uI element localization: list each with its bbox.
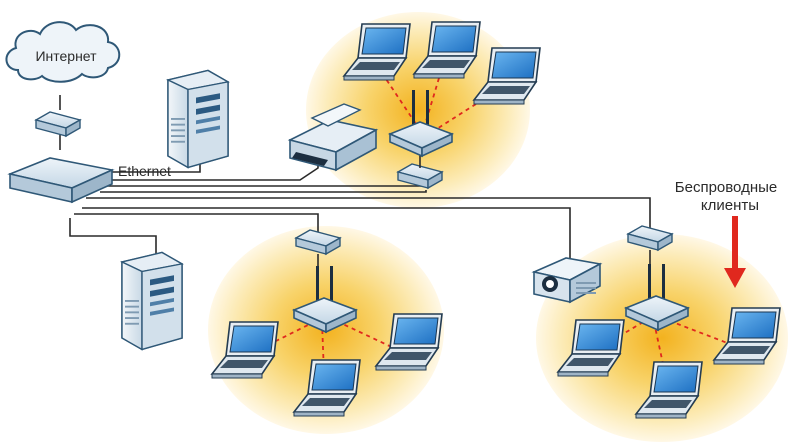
wireless-clients-label-line2: клиенты: [701, 197, 759, 214]
internet-modem: [35, 111, 81, 137]
wireless-clients-label-line1: Беспроводные: [675, 179, 777, 196]
internet-cloud: Интернет: [5, 21, 121, 83]
main-switch: [7, 157, 115, 204]
wireless-clients-arrow: [724, 216, 746, 288]
server-tower-top: [167, 69, 229, 169]
internet-label: Интернет: [35, 48, 97, 64]
ethernet-label: Ethernet: [118, 163, 171, 179]
projector: [531, 257, 603, 304]
network-printer: [287, 103, 379, 172]
server-tower-bottom: [121, 251, 183, 351]
